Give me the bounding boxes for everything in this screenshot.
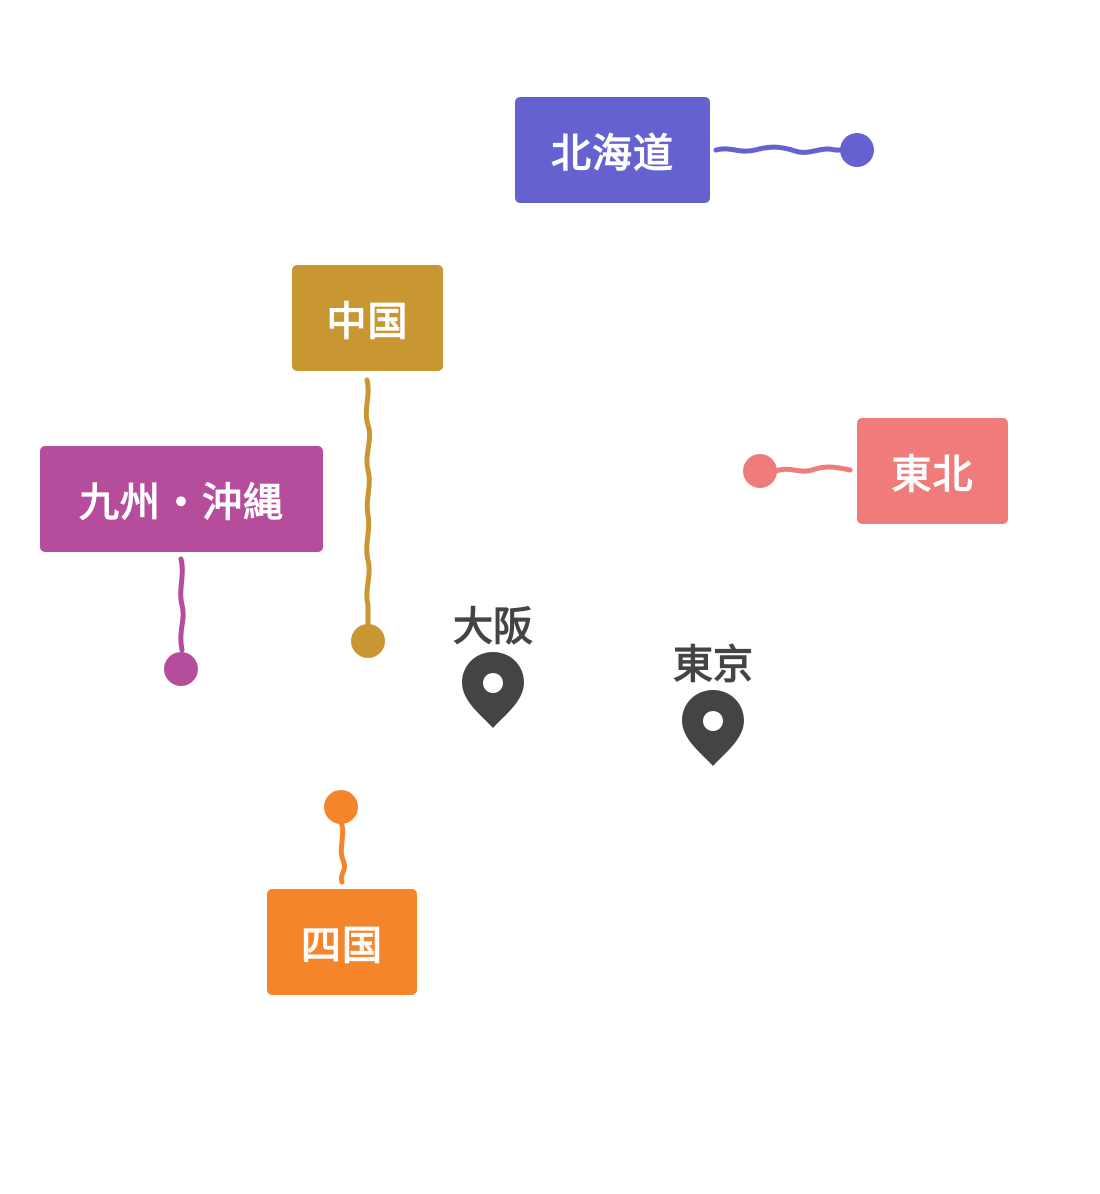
region-label-chugoku[interactable]: 中国 [292,265,443,371]
leader-dot-tohoku[interactable] [743,454,777,488]
leader-shikoku [324,790,358,885]
leader-line-kyushu [178,556,186,653]
leader-line-hokkaido [713,144,845,155]
leader-kyushu [164,556,198,686]
region-label-shikoku[interactable]: 四国 [267,889,417,995]
city-name-tokyo: 東京 [673,642,753,688]
leader-line-tohoku [773,464,853,474]
leader-tohoku [743,454,853,488]
leader-line-shikoku [338,819,348,885]
map-pin-icon[interactable] [461,651,525,729]
leader-hokkaido [713,133,874,167]
city-name-osaka: 大阪 [453,604,533,650]
region-label-kyushu[interactable]: 九州・沖縄 [40,446,323,552]
leader-dot-chugoku[interactable] [351,624,385,658]
leader-dot-hokkaido[interactable] [840,133,874,167]
leader-chugoku [351,377,385,658]
leader-dot-kyushu[interactable] [164,652,198,686]
region-label-tohoku[interactable]: 東北 [857,418,1008,524]
leader-line-chugoku [363,377,373,627]
region-label-hokkaido[interactable]: 北海道 [515,97,710,203]
leader-dot-shikoku[interactable] [324,790,358,824]
map-pin-icon[interactable] [681,689,745,767]
